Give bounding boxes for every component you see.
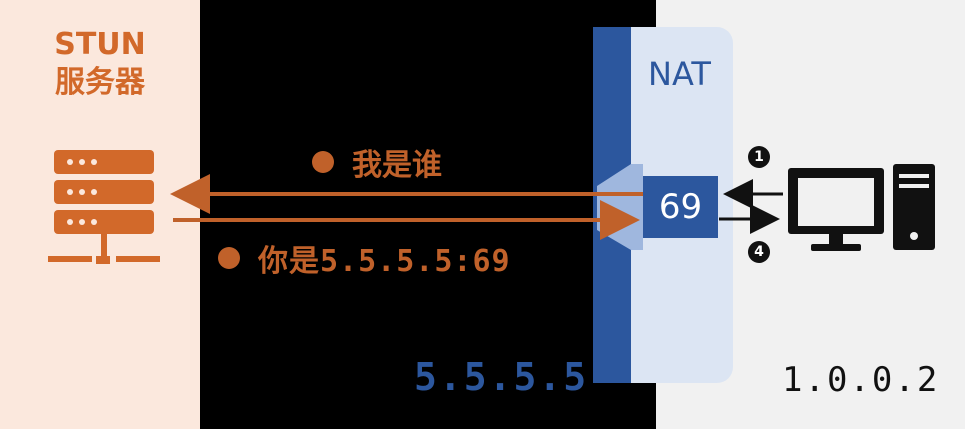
nat-port-box: 69 xyxy=(643,176,718,238)
server-rack-2 xyxy=(54,180,154,204)
private-ip-label: 1.0.0.2 xyxy=(782,360,940,400)
monitor-screen xyxy=(798,178,874,226)
stun-title-line2: 服务器 xyxy=(55,65,145,100)
nat-port-funnel xyxy=(597,164,643,250)
stun-title-line1: STUN xyxy=(54,27,146,62)
request-dot-icon xyxy=(312,151,334,173)
public-ip-label: 5.5.5.5 xyxy=(414,355,589,399)
server-rack-3 xyxy=(54,210,154,234)
step-4-icon: 4 xyxy=(748,241,770,263)
computer-icon xyxy=(788,164,935,251)
stun-server-title: STUN 服务器 xyxy=(0,26,200,102)
nat-label: NAT xyxy=(648,55,711,93)
response-message: 你是5.5.5.5:69 xyxy=(218,236,511,280)
step-1-icon: 1 xyxy=(748,146,770,168)
server-rack-1 xyxy=(54,150,154,174)
response-dot-icon xyxy=(218,247,240,269)
request-message: 我是谁 xyxy=(312,140,442,184)
server-icon xyxy=(48,150,160,264)
monitor-stand xyxy=(811,244,861,251)
response-text: 你是5.5.5.5:69 xyxy=(258,244,511,279)
request-text: 我是谁 xyxy=(352,148,442,183)
